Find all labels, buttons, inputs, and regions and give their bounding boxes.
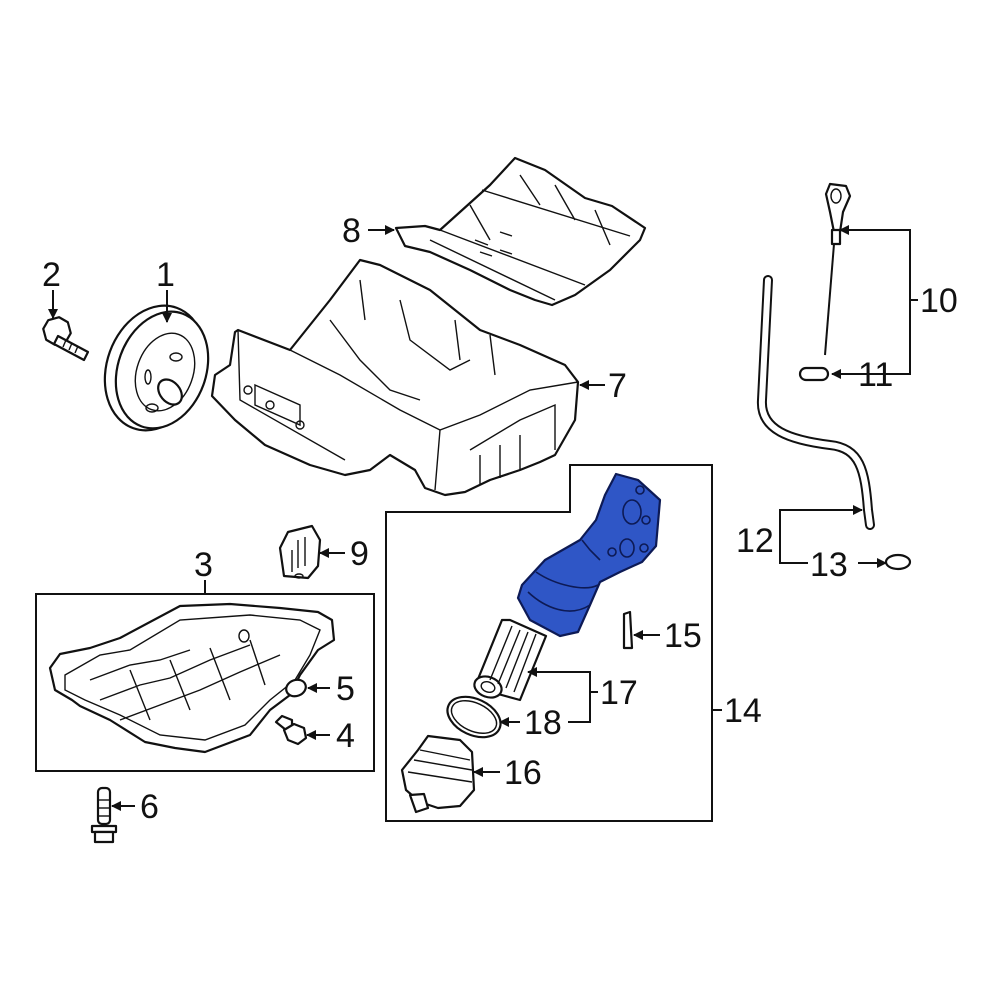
part-6-bolt[interactable] <box>90 786 118 844</box>
callout-15[interactable]: 15 <box>664 617 702 655</box>
callout-8[interactable]: 8 <box>342 212 361 250</box>
part-16-filter-cap[interactable] <box>400 734 476 814</box>
part-11-dipstick-seal[interactable] <box>798 366 830 382</box>
callout-10[interactable]: 10 <box>920 282 958 320</box>
callout-1[interactable]: 1 <box>156 256 175 294</box>
part-15-clip[interactable] <box>622 610 634 650</box>
callout-6[interactable]: 6 <box>140 788 159 826</box>
part-14-group-box <box>385 464 713 822</box>
part-12-dipstick-tube[interactable] <box>756 275 875 530</box>
callout-9[interactable]: 9 <box>350 535 369 573</box>
callout-18[interactable]: 18 <box>524 704 562 742</box>
callout-2[interactable]: 2 <box>42 256 61 294</box>
part-2-bolt[interactable] <box>39 313 90 362</box>
callout-13[interactable]: 13 <box>810 546 848 584</box>
callout-3[interactable]: 3 <box>194 546 213 584</box>
callout-17[interactable]: 17 <box>600 674 638 712</box>
callout-12[interactable]: 12 <box>736 522 774 560</box>
part-10-dipstick[interactable] <box>824 182 852 356</box>
part-14-oil-filter-housing[interactable] <box>516 472 662 638</box>
part-9-bracket[interactable] <box>278 524 322 580</box>
part-5-gasket[interactable] <box>284 677 308 699</box>
part-4-drain-plug[interactable] <box>274 714 308 746</box>
part-18-o-ring[interactable] <box>441 689 507 745</box>
leader-lines <box>48 225 918 811</box>
callout-labels: 1 2 3 4 5 6 7 8 9 10 11 12 13 14 15 16 1… <box>42 212 958 826</box>
part-1-pulley[interactable] <box>88 291 224 444</box>
callout-14[interactable]: 14 <box>724 692 762 730</box>
part-8-baffle-plate[interactable] <box>394 156 647 307</box>
part-13-o-ring[interactable] <box>884 553 912 571</box>
part-17-filter-element[interactable] <box>471 618 548 702</box>
callout-4[interactable]: 4 <box>336 717 355 755</box>
callout-16[interactable]: 16 <box>504 754 542 792</box>
part-7-upper-oil-pan[interactable] <box>210 258 580 497</box>
callout-11[interactable]: 11 <box>858 356 893 394</box>
part-3-lower-oil-pan[interactable] <box>48 602 336 754</box>
callout-5[interactable]: 5 <box>336 670 355 708</box>
callout-7[interactable]: 7 <box>608 367 627 405</box>
